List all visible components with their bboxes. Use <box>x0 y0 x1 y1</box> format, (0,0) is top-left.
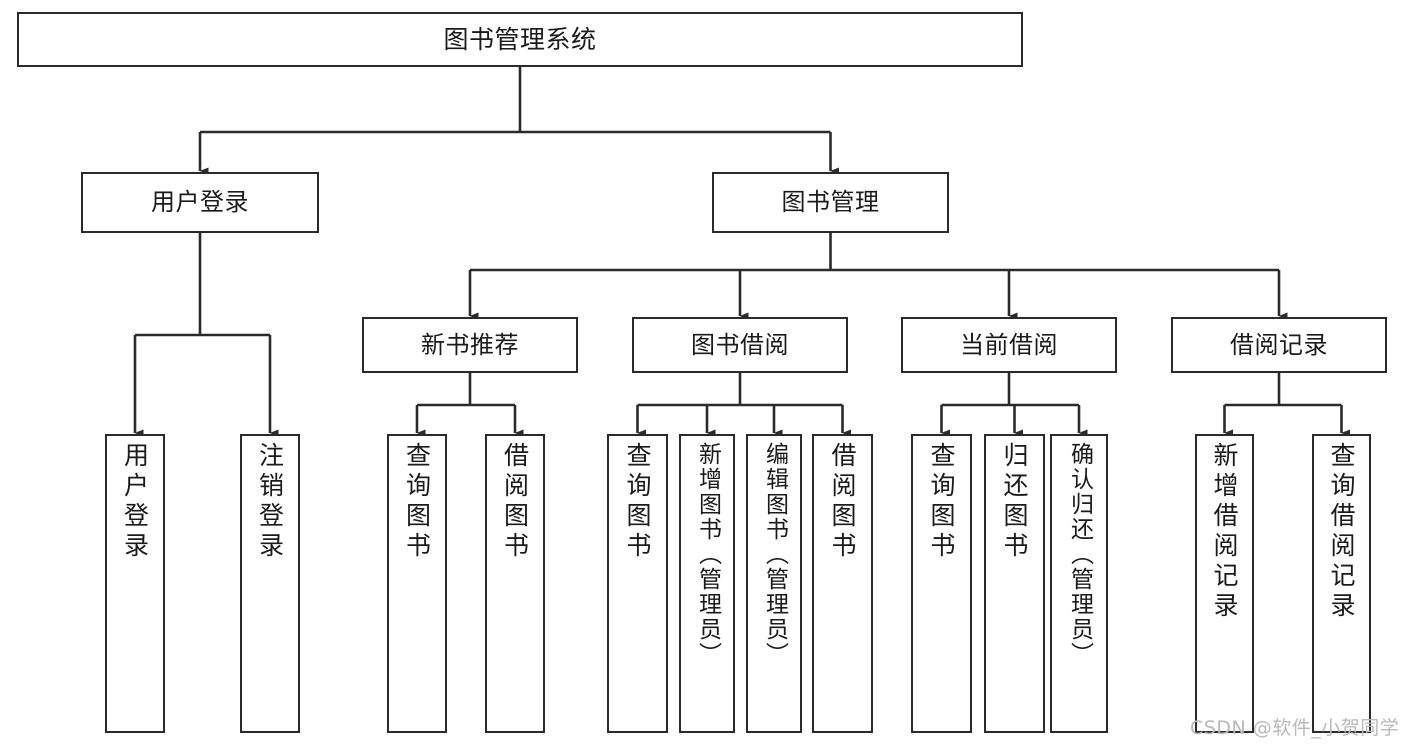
node-leaf-borrow-book-1-label: 借阅图书 <box>500 442 530 562</box>
node-leaf-query-borrow-record-label: 查询借阅记录 <box>1327 442 1356 622</box>
node-leaf-user-login[interactable]: 用户登录 <box>105 434 165 733</box>
node-leaf-user-login-label: 用户登录 <box>120 442 150 562</box>
node-leaf-add-borrow-record-label: 新增借阅记录 <box>1210 442 1239 622</box>
node-leaf-return-book[interactable]: 归还图书 <box>984 434 1045 733</box>
node-leaf-logout[interactable]: 注销登录 <box>240 434 300 733</box>
node-leaf-logout-label: 注销登录 <box>255 442 285 562</box>
node-book-manage[interactable]: 图书管理 <box>712 172 949 233</box>
node-leaf-confirm-return-admin-label: 确认归还（管理员） <box>1066 442 1093 667</box>
node-leaf-borrow-book-2[interactable]: 借阅图书 <box>812 434 873 733</box>
node-root-label: 图书管理系统 <box>443 24 597 54</box>
node-leaf-edit-book-admin-label: 编辑图书（管理员） <box>761 442 788 667</box>
node-book-borrow[interactable]: 图书借阅 <box>632 317 848 373</box>
node-current-borrow[interactable]: 当前借阅 <box>901 317 1117 373</box>
node-leaf-borrow-book-2-label: 借阅图书 <box>828 442 857 562</box>
node-root[interactable]: 图书管理系统 <box>17 12 1023 67</box>
node-leaf-add-book-admin-label: 新增图书（管理员） <box>694 442 721 667</box>
node-leaf-query-book-2[interactable]: 查询图书 <box>607 434 668 733</box>
node-leaf-add-borrow-record[interactable]: 新增借阅记录 <box>1195 434 1254 733</box>
node-leaf-confirm-return-admin[interactable]: 确认归还（管理员） <box>1050 434 1108 733</box>
node-user-login-label: 用户登录 <box>151 188 249 217</box>
node-new-book-rec[interactable]: 新书推荐 <box>362 317 578 373</box>
node-leaf-add-book-admin[interactable]: 新增图书（管理员） <box>679 434 735 733</box>
node-leaf-query-book-2-label: 查询图书 <box>623 442 652 562</box>
node-book-manage-label: 图书管理 <box>781 188 880 217</box>
node-borrow-record-label: 借阅记录 <box>1230 330 1328 359</box>
node-leaf-query-book-1[interactable]: 查询图书 <box>387 434 447 733</box>
node-leaf-return-book-label: 归还图书 <box>1000 442 1029 562</box>
node-leaf-query-borrow-record[interactable]: 查询借阅记录 <box>1312 434 1371 733</box>
node-borrow-record[interactable]: 借阅记录 <box>1171 317 1387 373</box>
node-current-borrow-label: 当前借阅 <box>960 330 1058 359</box>
node-user-login[interactable]: 用户登录 <box>81 172 319 233</box>
node-new-book-rec-label: 新书推荐 <box>421 330 519 359</box>
watermark-credit: CSDN @软件_小贺同学 <box>1190 717 1400 739</box>
node-book-borrow-label: 图书借阅 <box>691 330 789 359</box>
node-leaf-query-book-3[interactable]: 查询图书 <box>911 434 972 733</box>
node-leaf-edit-book-admin[interactable]: 编辑图书（管理员） <box>746 434 802 733</box>
node-leaf-borrow-book-1[interactable]: 借阅图书 <box>485 434 545 733</box>
node-leaf-query-book-1-label: 查询图书 <box>402 442 432 562</box>
node-leaf-query-book-3-label: 查询图书 <box>927 442 956 562</box>
